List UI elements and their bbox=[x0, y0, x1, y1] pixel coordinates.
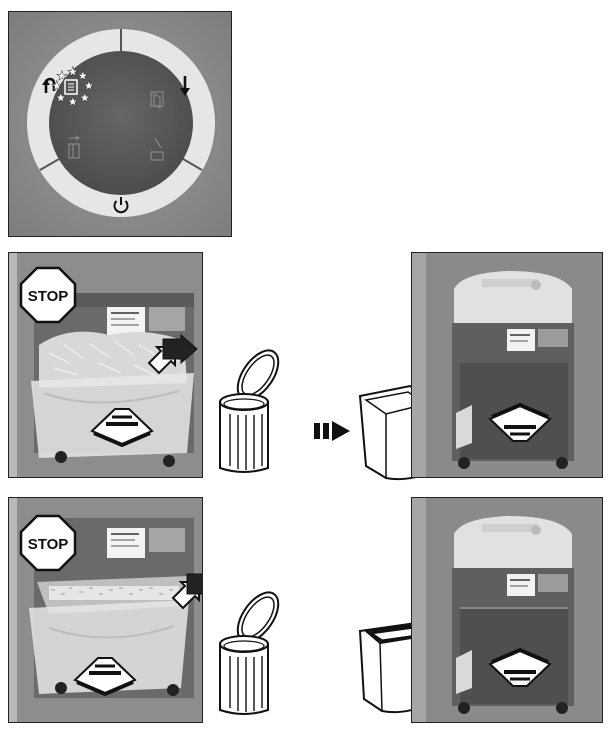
svg-text:★: ★ bbox=[77, 69, 89, 84]
next-step-arrow-icon bbox=[312, 418, 352, 444]
stop-label: STOP bbox=[28, 536, 69, 553]
remove-bag-arrow-icon bbox=[73, 657, 137, 697]
remove-bag-photo-2: STOP bbox=[8, 497, 203, 723]
stop-label: STOP bbox=[28, 288, 69, 305]
svg-text:★: ★ bbox=[55, 91, 67, 106]
stop-sign: STOP bbox=[19, 514, 77, 572]
stop-sign: STOP bbox=[19, 266, 77, 324]
remove-bag-arrow-icon bbox=[90, 408, 154, 448]
remove-bag-photo-1: STOP bbox=[8, 252, 203, 478]
insert-bag-photo-2 bbox=[411, 497, 603, 723]
transfer-arrow-icon bbox=[171, 573, 202, 610]
trash-can-icon bbox=[212, 582, 282, 718]
dial-face bbox=[49, 51, 193, 195]
reverse-arrow-icon bbox=[42, 77, 56, 93]
svg-text:★: ★ bbox=[51, 79, 63, 94]
svg-text:★: ★ bbox=[79, 91, 91, 106]
insert-bag-photo-1 bbox=[411, 252, 603, 478]
shredder-ready-icon: ★ ★ ★ ★ ★ ★ ★ ★ bbox=[51, 65, 95, 111]
trash-can-icon bbox=[212, 340, 282, 476]
forward-arrow-icon bbox=[180, 76, 190, 96]
transfer-arrow-icon bbox=[147, 333, 198, 375]
insert-bag-arrow-icon bbox=[488, 647, 552, 687]
svg-text:★: ★ bbox=[67, 95, 79, 110]
svg-text:★: ★ bbox=[56, 69, 68, 84]
cross-cut-icon bbox=[68, 135, 81, 159]
control-panel-figure: ★ ★ ★ ★ ★ ★ ★ ★ bbox=[8, 11, 232, 237]
power-icon bbox=[113, 197, 129, 214]
door-open-icon bbox=[150, 91, 164, 109]
svg-text:★: ★ bbox=[67, 65, 79, 80]
bin-full-icon bbox=[150, 137, 164, 161]
insert-bag-arrow-icon bbox=[488, 402, 552, 442]
svg-text:★: ★ bbox=[83, 79, 95, 94]
